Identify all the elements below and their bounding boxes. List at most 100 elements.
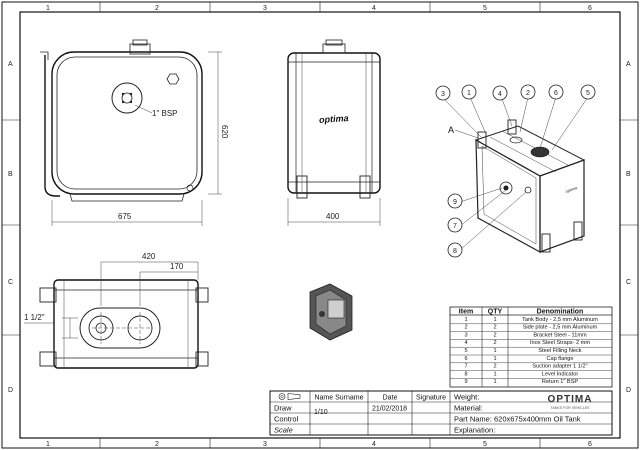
tb-draw-scale: 1/10	[314, 409, 328, 416]
callout-1: 1	[467, 90, 471, 97]
bom-cell-item: 4	[464, 340, 467, 346]
bsp-port-flange	[111, 82, 143, 114]
section-letter: A	[448, 125, 454, 135]
row-label-right: C	[626, 279, 631, 286]
bom-cell-qty: 2	[493, 325, 496, 331]
callout-6: 6	[554, 90, 558, 97]
bom-cell-item: 7	[464, 364, 467, 370]
callout-3: 3	[441, 91, 445, 98]
row-label-right: B	[626, 171, 631, 178]
row-label-left: A	[8, 61, 13, 68]
side-view: optima 400	[287, 39, 381, 226]
tb-part-name-value: 620x675x400mm Oil Tank	[494, 415, 581, 424]
col-label-bottom: 5	[483, 441, 487, 448]
side-brand-text: optima	[319, 113, 349, 125]
optima-tagline: TANKS FOR VEHICLES	[550, 406, 590, 410]
tb-draw-label: Draw	[274, 404, 292, 413]
bom-cell-qty: 2	[493, 332, 496, 338]
col-label-top: 6	[588, 5, 592, 12]
top-body	[53, 279, 199, 369]
col-label-bottom: 2	[155, 441, 159, 448]
col-label-top: 2	[155, 5, 159, 12]
callout-4: 4	[498, 91, 502, 98]
row-label-left: D	[8, 387, 13, 394]
tb-part-name-label: Part Name:	[454, 415, 492, 424]
tb-signature-header: Signature	[416, 395, 446, 402]
bom-cell-item: 9	[464, 379, 467, 385]
bom-cell-denomination: Side plate - 2,5 mm Aluminum	[523, 325, 598, 331]
detail-bracket-view	[309, 283, 353, 341]
bom-cell-denomination: Level Indicator	[542, 371, 579, 377]
col-label-bottom: 6	[588, 441, 592, 448]
tb-explanation-label: Explanation:	[454, 426, 495, 435]
bom-cell-qty: 1	[493, 317, 496, 323]
tb-scale-label: Scale	[274, 426, 293, 435]
bom-header-item: Item	[459, 309, 473, 316]
bom-cell-denomination: Cap flange	[546, 356, 573, 362]
frame-labels: 1 2 3 4 5 6 1 2 3 4 5 6 A B C D A B C D	[8, 5, 631, 448]
tank-outline	[51, 51, 203, 195]
bom-cell-item: 1	[464, 317, 467, 323]
bom-cell-denomination: Return 1" BSP	[542, 379, 578, 385]
callout-8: 8	[453, 248, 457, 255]
dim-420: 420	[142, 252, 156, 261]
col-label-top: 1	[46, 5, 50, 12]
tb-name-header: Name Surname	[314, 395, 363, 402]
tb-date-header: Date	[383, 395, 398, 402]
col-label-bottom: 1	[46, 441, 50, 448]
row-label-right: A	[626, 61, 631, 68]
optima-logo: OPTIMA	[548, 394, 593, 405]
tb-draw-date: 21/02/2018	[372, 406, 407, 413]
iso-view: optima 3 1 4 2	[435, 84, 596, 258]
dim-width: 675	[118, 212, 132, 221]
bom-header-qty: QTY	[488, 309, 503, 316]
tb-control-label: Control	[274, 415, 299, 424]
bom-cell-item: 8	[464, 371, 467, 377]
tb-material-label: Material:	[454, 404, 483, 413]
row-label-left: C	[8, 279, 13, 286]
bsp-port-hole	[121, 92, 133, 104]
col-label-bottom: 3	[263, 441, 267, 448]
thread-label: 1 1/2"	[24, 313, 45, 322]
row-label-right: D	[626, 387, 631, 394]
projection-symbol-icon	[278, 393, 301, 400]
front-view: 1" BSP 620 675	[40, 39, 229, 226]
col-label-bottom: 4	[372, 441, 376, 448]
tb-weight-label: Weight:	[454, 393, 479, 402]
bom-cell-qty: 1	[493, 371, 496, 377]
callout-2: 2	[526, 90, 530, 97]
col-label-top: 4	[372, 5, 376, 12]
bom-cell-qty: 1	[493, 356, 496, 362]
top-view: 420 170 1 1/2"	[24, 252, 209, 369]
port-label: 1" BSP	[152, 109, 178, 118]
bom-cell-qty: 2	[493, 364, 496, 370]
bom-cell-denomination: Bracket Steel - 11mm	[533, 332, 587, 338]
bom-cell-item: 5	[464, 348, 467, 354]
callout-7: 7	[453, 223, 457, 230]
callout-9: 9	[453, 199, 457, 206]
col-label-top: 3	[263, 5, 267, 12]
title-block: Name Surname Date Signature Draw 1/10 21…	[269, 390, 613, 436]
bom-cell-denomination: Tank Body - 2,5 mm Aluminum	[522, 317, 598, 323]
dim-170: 170	[170, 262, 184, 271]
bom-cell-item: 3	[464, 332, 467, 338]
bom-header-denomination: Denomination	[537, 309, 584, 316]
bom-cell-qty: 1	[493, 348, 496, 354]
bom-cell-item: 6	[464, 356, 467, 362]
bom-cell-qty: 1	[493, 379, 496, 385]
iso-brand-text: optima	[565, 185, 579, 194]
bom-cell-denomination: Suction adapter 1 1/2"	[532, 364, 587, 370]
bom-cell-denomination: Inox Steel Straps- 2 mm	[530, 340, 590, 346]
side-dim-width: 400	[326, 212, 340, 221]
col-label-top: 5	[483, 5, 487, 12]
bom-cell-item: 2	[464, 325, 467, 331]
bom-cell-qty: 2	[493, 340, 496, 346]
callout-5: 5	[586, 90, 590, 97]
bom-cell-denomination: Steel Filling Neck	[538, 348, 581, 354]
row-label-left: B	[8, 171, 13, 178]
bom-table: Item QTY Denomination 1 1 Tank Body - 2,5 …	[449, 306, 613, 388]
dim-height: 620	[220, 125, 229, 139]
